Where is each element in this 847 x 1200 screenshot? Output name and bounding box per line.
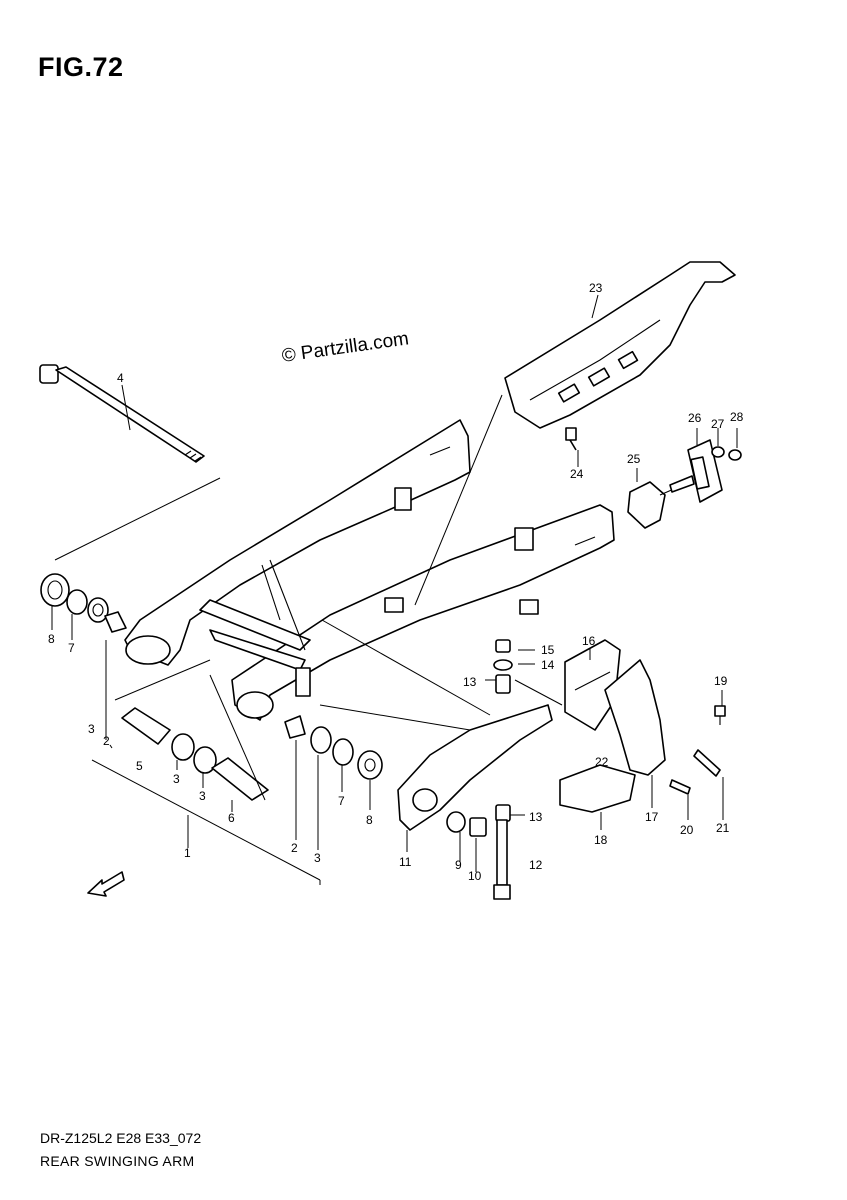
bearing-3-right[interactable] xyxy=(310,726,332,754)
callout-23: 23 xyxy=(589,281,603,295)
spacer-5[interactable] xyxy=(121,707,171,745)
callout-9: 9 xyxy=(455,858,462,872)
callout-15: 15 xyxy=(541,643,555,657)
callout-28: 28 xyxy=(730,410,744,424)
figure-title: FIG.72 xyxy=(38,52,124,82)
bolt-21[interactable] xyxy=(693,749,721,777)
callout-26: 26 xyxy=(688,411,702,425)
guide-pad-18[interactable] xyxy=(559,764,636,813)
bearing-3-center[interactable] xyxy=(171,733,195,761)
nut-15[interactable] xyxy=(495,639,511,653)
callout-8a: 8 xyxy=(48,632,55,646)
callout-12: 12 xyxy=(529,858,543,872)
chain-buffer[interactable] xyxy=(397,704,553,831)
chain-adjuster[interactable] xyxy=(627,475,695,529)
callout-21: 21 xyxy=(716,821,730,835)
callout-6: 6 xyxy=(228,811,235,825)
callout-25: 25 xyxy=(627,452,641,466)
callout-22: 22 xyxy=(595,755,609,769)
callout-3c: 3 xyxy=(199,789,206,803)
spacer-13-upper[interactable] xyxy=(495,674,511,694)
nut-28[interactable] xyxy=(728,449,742,461)
fwd-arrow-icon xyxy=(87,871,125,897)
swingarm-body[interactable] xyxy=(124,419,615,721)
callout-10: 10 xyxy=(468,869,482,883)
callout-11: 11 xyxy=(399,855,412,869)
diagram-caption: REAR SWINGING ARM xyxy=(40,1153,195,1169)
callout-3a: 3 xyxy=(88,722,95,736)
bearing-3-left[interactable] xyxy=(87,597,109,623)
nut-10[interactable] xyxy=(469,817,487,837)
callout-3b: 3 xyxy=(173,772,180,786)
callout-18: 18 xyxy=(594,833,608,847)
callout-7b: 7 xyxy=(338,794,345,808)
callout-27: 27 xyxy=(711,417,725,431)
callout-3d: 3 xyxy=(314,851,321,865)
callout-19: 19 xyxy=(714,674,728,688)
callout-2a: 2 xyxy=(103,734,110,748)
callout-17: 17 xyxy=(645,810,659,824)
callout-20: 20 xyxy=(680,823,694,837)
spacer-13-lower[interactable] xyxy=(495,804,511,822)
callout-16: 16 xyxy=(582,634,596,648)
callout-1: 1 xyxy=(184,846,191,860)
washer-9[interactable] xyxy=(446,811,466,833)
washer-14[interactable] xyxy=(493,659,513,671)
diagram-code: DR-Z125L2 E28 E33_072 xyxy=(40,1130,202,1146)
callout-2b: 2 xyxy=(291,841,298,855)
washer-27[interactable] xyxy=(711,446,725,458)
callout-13a: 13 xyxy=(463,675,477,689)
bearing-3-inner[interactable] xyxy=(193,746,217,774)
callout-7a: 7 xyxy=(68,641,75,655)
chain-guide-bracket[interactable] xyxy=(604,659,666,776)
collar-2-left[interactable] xyxy=(104,611,127,633)
washer-7-right[interactable] xyxy=(332,738,354,766)
chain-case-bolt[interactable] xyxy=(565,427,577,451)
chain-case[interactable] xyxy=(504,261,736,429)
callout-14: 14 xyxy=(541,658,555,672)
bolt-19[interactable] xyxy=(714,705,726,725)
leader-lines xyxy=(51,294,738,885)
bolt-20[interactable] xyxy=(669,779,691,795)
pivot-collar-6[interactable] xyxy=(211,757,269,801)
callout-13b: 13 xyxy=(529,810,543,824)
callout-8b: 8 xyxy=(366,813,373,827)
callout-24: 24 xyxy=(570,467,584,481)
callout-5: 5 xyxy=(136,759,143,773)
oil-seal-8-right[interactable] xyxy=(357,750,383,780)
collar-2-right[interactable] xyxy=(284,715,306,739)
callout-4: 4 xyxy=(117,371,124,385)
washer-7-left[interactable] xyxy=(66,589,88,615)
bolt-12[interactable] xyxy=(493,819,511,900)
pivot-axle[interactable] xyxy=(39,364,205,463)
oil-seal-8-left[interactable] xyxy=(40,573,70,607)
